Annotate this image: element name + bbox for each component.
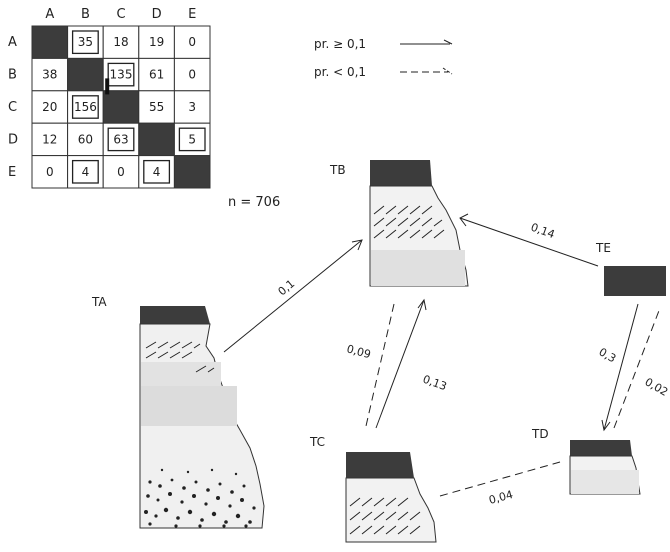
edge-label-tb-tc: 0,09 <box>345 342 372 361</box>
matrix-cell-value: 0 <box>188 35 196 49</box>
matrix-row-header: A <box>8 35 17 50</box>
matrix-diagonal-cell <box>139 123 175 155</box>
node-label-ta: TA <box>91 295 107 309</box>
matrix-col-header: D <box>152 7 162 22</box>
matrix-cell-value: 0 <box>188 68 196 82</box>
section-tc <box>346 452 436 542</box>
node-label-td: TD <box>531 427 549 441</box>
section-tc-cap <box>346 452 414 478</box>
edge-label-tc-tb: 0,13 <box>421 373 448 394</box>
matrix-cell-value: 20 <box>42 100 57 114</box>
node-label-tc: TC <box>309 435 325 449</box>
section-td-cap <box>570 440 632 456</box>
matrix-diagonal-cell <box>32 26 68 58</box>
section-te <box>604 266 666 296</box>
edge-label-td-te: 0,02 <box>643 375 670 399</box>
matrix-row-header: E <box>8 165 16 180</box>
matrix-col-header: E <box>188 7 196 22</box>
legend-solid-label: pr. ≥ 0,1 <box>314 37 366 51</box>
legend-dashed-arrowhead <box>443 68 452 74</box>
section-tc-body <box>346 478 436 542</box>
matrix-cell-value: 5 <box>188 132 196 146</box>
matrix-cell-value: 3 <box>188 100 196 114</box>
section-tb-cap <box>370 160 432 186</box>
matrix-cell-value: 12 <box>42 132 57 146</box>
section-td <box>570 440 640 494</box>
section-ta-band-2 <box>141 386 237 426</box>
section-tb-band <box>371 250 465 286</box>
matrix-cell-value: 60 <box>78 132 93 146</box>
matrix-row-header: C <box>8 100 17 115</box>
matrix-cell-value: 156 <box>74 100 97 114</box>
transition-matrix: A B C D E A B C D E 35 18 19 0 38 135 61 0 20 156 55 3 12 60 63 5… <box>8 7 210 188</box>
matrix-cell-value: 4 <box>82 165 90 179</box>
node-label-te: TE <box>595 241 611 255</box>
edge-label-te-tb: 0,14 <box>529 221 556 242</box>
node-label-tb: TB <box>329 163 346 177</box>
matrix-cell-value: 63 <box>113 132 128 146</box>
legend-dashed-label: pr. < 0,1 <box>314 65 366 79</box>
section-ta-band <box>141 362 221 386</box>
matrix-cell-value: 0 <box>117 165 125 179</box>
matrix-row-header: B <box>8 68 17 83</box>
matrix-diagonal-cell <box>68 58 104 90</box>
sample-size-label: n = 706 <box>228 195 280 210</box>
matrix-cell-value: 38 <box>42 68 57 82</box>
section-td-band <box>571 470 639 494</box>
section-ta <box>140 306 264 528</box>
matrix-col-header: B <box>81 7 90 22</box>
section-tb <box>370 160 468 286</box>
matrix-tick-mark <box>105 78 109 94</box>
matrix-cell-value: 19 <box>149 35 164 49</box>
edge-label-tc-td: 0,04 <box>487 488 514 507</box>
matrix-row-header: D <box>8 132 18 147</box>
edge-ta-tb <box>224 240 362 352</box>
matrix-cell-value: 55 <box>149 100 164 114</box>
matrix-cell-value: 0 <box>46 165 54 179</box>
matrix-diagonal-cell <box>103 91 139 123</box>
edge-tb-tc-dashed <box>366 304 394 426</box>
section-ta-cap <box>140 306 210 324</box>
legend: pr. ≥ 0,1 pr. < 0,1 <box>314 37 452 79</box>
edge-te-tb <box>460 218 598 266</box>
edge-tc-tb <box>376 300 424 428</box>
matrix-cell-value: 61 <box>149 68 164 82</box>
matrix-cell-value: 35 <box>78 35 93 49</box>
matrix-col-header: A <box>45 7 54 22</box>
matrix-diagonal-cell <box>174 156 210 188</box>
matrix-cell-value: 4 <box>153 165 161 179</box>
legend-solid-arrowhead <box>444 40 452 44</box>
matrix-cell-value: 135 <box>110 68 133 82</box>
matrix-cell-value: 18 <box>113 35 128 49</box>
edge-label-te-td: 0,3 <box>597 345 619 365</box>
matrix-col-header: C <box>116 7 125 22</box>
